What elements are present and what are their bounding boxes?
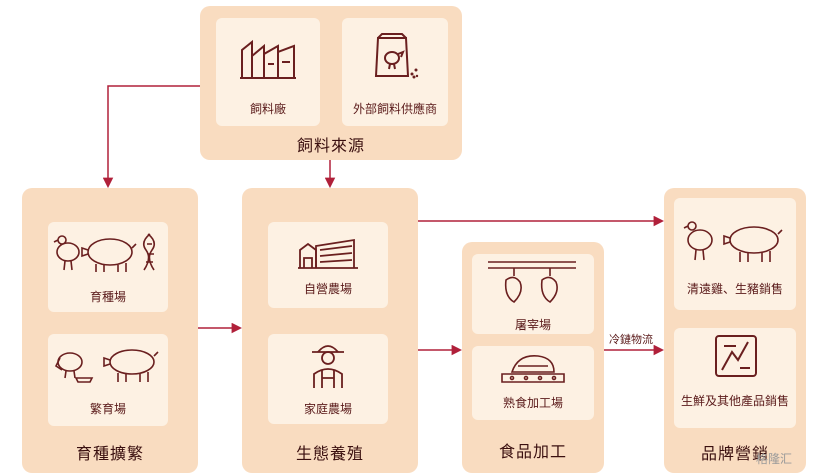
panel-title: 品牌營銷: [700, 444, 769, 463]
chicken-pig-icon: [683, 221, 783, 262]
panel-brand-marketing: 清遠雞、生豬銷售 生鮮及其他產品銷售 品牌營銷: [664, 188, 806, 473]
farmer-icon: [312, 345, 344, 388]
card-label: 生鮮及其他產品銷售: [680, 394, 789, 408]
card-label: 繁育場: [89, 402, 126, 416]
card-label: 育種場: [89, 290, 126, 304]
panel-eco-farming: 自營農場 家庭農場 生態養殖: [242, 188, 418, 473]
farm-barn-icon: [298, 238, 358, 269]
chicken-pig-dna-icon: [53, 233, 156, 272]
card-label: 自營農場: [303, 282, 352, 296]
roast-chicken-icon: [501, 355, 565, 383]
panel-title: 育種擴繁: [75, 444, 144, 463]
panel-breeding: 育種場 繁育場 育種擴繁: [22, 188, 198, 473]
card-cooked-food-plant: 熟食加工場: [472, 346, 594, 420]
card-chicken-pig-sales: 清遠雞、生豬銷售: [674, 198, 796, 310]
card-family-farm: 家庭農場: [268, 334, 388, 424]
card-label: 清遠雞、生豬銷售: [686, 282, 783, 296]
card-fresh-product-sales: 生鮮及其他產品銷售: [674, 328, 796, 428]
watermark-logo: 格隆汇: [756, 452, 793, 466]
panel-feed-source: 飼料廠 外部飼料供應商 飼料來源: [200, 6, 462, 160]
hanging-meat-icon: [488, 261, 576, 304]
card-multiplication-farm: 繁育場: [48, 334, 168, 426]
arrow-feed-to-breeding: [102, 85, 200, 189]
fresh-product-icon: [715, 335, 757, 377]
panel-title: 飼料來源: [296, 136, 365, 155]
card-slaughterhouse: 屠宰場: [472, 254, 594, 334]
panel-title: 食品加工: [498, 442, 567, 461]
card-external-feed-supplier: 外部飼料供應商: [342, 18, 448, 126]
feed-bag-icon: [374, 33, 419, 79]
card-label: 家庭農場: [303, 402, 352, 416]
hen-pig-feeding-icon: [54, 349, 159, 383]
card-breeding-farm: 育種場: [48, 222, 168, 312]
card-label: 外部飼料供應商: [352, 102, 437, 116]
card-feed-factory: 飼料廠: [216, 18, 320, 126]
panel-title: 生態養殖: [295, 444, 364, 463]
card-self-operated-farm: 自營農場: [268, 222, 388, 308]
card-label: 熟食加工場: [502, 396, 563, 410]
factory-icon: [240, 39, 296, 79]
cold-chain-label: 冷鏈物流: [609, 333, 653, 346]
card-label: 飼料廠: [249, 102, 286, 116]
panel-food-processing: 屠宰場 熟食加工場 食品加工: [462, 242, 604, 473]
card-label: 屠宰場: [514, 318, 551, 332]
